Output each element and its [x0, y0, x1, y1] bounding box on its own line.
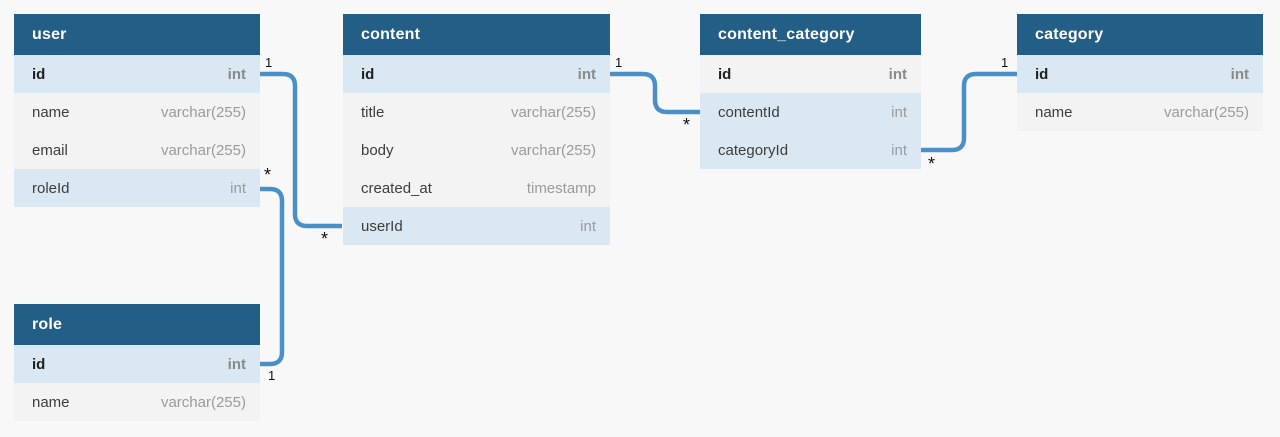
field-type: int — [577, 65, 596, 83]
relation-line-content-contentcategory — [610, 71, 700, 115]
table-category-header[interactable]: category — [1017, 14, 1263, 55]
field-row-user-roleId[interactable]: roleId int — [14, 169, 260, 207]
table-content-category[interactable]: content_category id int contentId int ca… — [700, 14, 921, 169]
field-row-category-id[interactable]: id int — [1017, 55, 1263, 93]
field-row-content-userId[interactable]: userId int — [343, 207, 610, 245]
field-name: id — [32, 355, 46, 373]
field-row-category-name[interactable]: name varchar(255) — [1017, 93, 1263, 131]
field-type: timestamp — [526, 179, 596, 197]
table-category[interactable]: category id int name varchar(255) — [1017, 14, 1263, 131]
field-name: id — [361, 65, 375, 83]
field-type: int — [891, 103, 907, 121]
table-role[interactable]: role id int name varchar(255) — [14, 304, 260, 421]
field-type: varchar(255) — [160, 103, 246, 121]
field-row-content-category-contentId[interactable]: contentId int — [700, 93, 921, 131]
field-name: email — [32, 141, 68, 159]
field-type: varchar(255) — [1163, 103, 1249, 121]
table-user-header[interactable]: user — [14, 14, 260, 55]
cardinality-label-user-id: 1 — [265, 55, 273, 70]
field-name: contentId — [718, 103, 780, 121]
cardinality-label-contentcategory-contentId: * — [683, 115, 691, 135]
field-type: varchar(255) — [510, 103, 596, 121]
cardinality-label-contentcategory-categoryId: * — [928, 154, 936, 174]
relation-line-user-content — [260, 71, 342, 229]
field-row-content-category-categoryId[interactable]: categoryId int — [700, 131, 921, 169]
field-type: int — [891, 141, 907, 159]
field-row-content-title[interactable]: title varchar(255) — [343, 93, 610, 131]
field-name: roleId — [32, 179, 70, 197]
table-role-header[interactable]: role — [14, 304, 260, 345]
field-type: varchar(255) — [160, 393, 246, 411]
field-name: id — [1035, 65, 1049, 83]
field-name: created_at — [361, 179, 432, 197]
field-type: int — [580, 217, 596, 235]
table-content-category-header[interactable]: content_category — [700, 14, 921, 55]
field-row-user-email[interactable]: email varchar(255) — [14, 131, 260, 169]
cardinality-label-user-roleId: * — [264, 165, 272, 185]
field-type: int — [1230, 65, 1249, 83]
cardinality-label-category-id: 1 — [1001, 55, 1009, 70]
field-row-content-body[interactable]: body varchar(255) — [343, 131, 610, 169]
field-name: categoryId — [718, 141, 789, 159]
field-row-user-name[interactable]: name varchar(255) — [14, 93, 260, 131]
field-name: id — [32, 65, 46, 83]
field-name: name — [1035, 103, 1073, 121]
field-row-content-id[interactable]: id int — [343, 55, 610, 93]
field-row-user-id[interactable]: id int — [14, 55, 260, 93]
cardinality-label-role-id: 1 — [268, 368, 276, 383]
field-name: id — [718, 65, 732, 83]
field-row-content-category-id[interactable]: id int — [700, 55, 921, 93]
field-name: name — [32, 393, 70, 411]
table-content-header[interactable]: content — [343, 14, 610, 55]
relation-line-category-contentcategory — [921, 71, 1017, 153]
cardinality-label-content-id: 1 — [615, 55, 623, 70]
relation-line-role-user — [260, 186, 285, 367]
field-type: int — [227, 65, 246, 83]
field-type: int — [230, 179, 246, 197]
field-name: name — [32, 103, 70, 121]
field-name: title — [361, 103, 385, 121]
table-user[interactable]: user id int name varchar(255) email varc… — [14, 14, 260, 207]
field-row-role-id[interactable]: id int — [14, 345, 260, 383]
cardinality-label-content-userId: * — [321, 229, 329, 249]
field-type: varchar(255) — [160, 141, 246, 159]
field-name: body — [361, 141, 394, 159]
field-type: varchar(255) — [510, 141, 596, 159]
field-type: int — [888, 65, 907, 83]
field-name: userId — [361, 217, 403, 235]
field-type: int — [227, 355, 246, 373]
field-row-role-name[interactable]: name varchar(255) — [14, 383, 260, 421]
field-row-content-created_at[interactable]: created_at timestamp — [343, 169, 610, 207]
table-content[interactable]: content id int title varchar(255) body v… — [343, 14, 610, 245]
